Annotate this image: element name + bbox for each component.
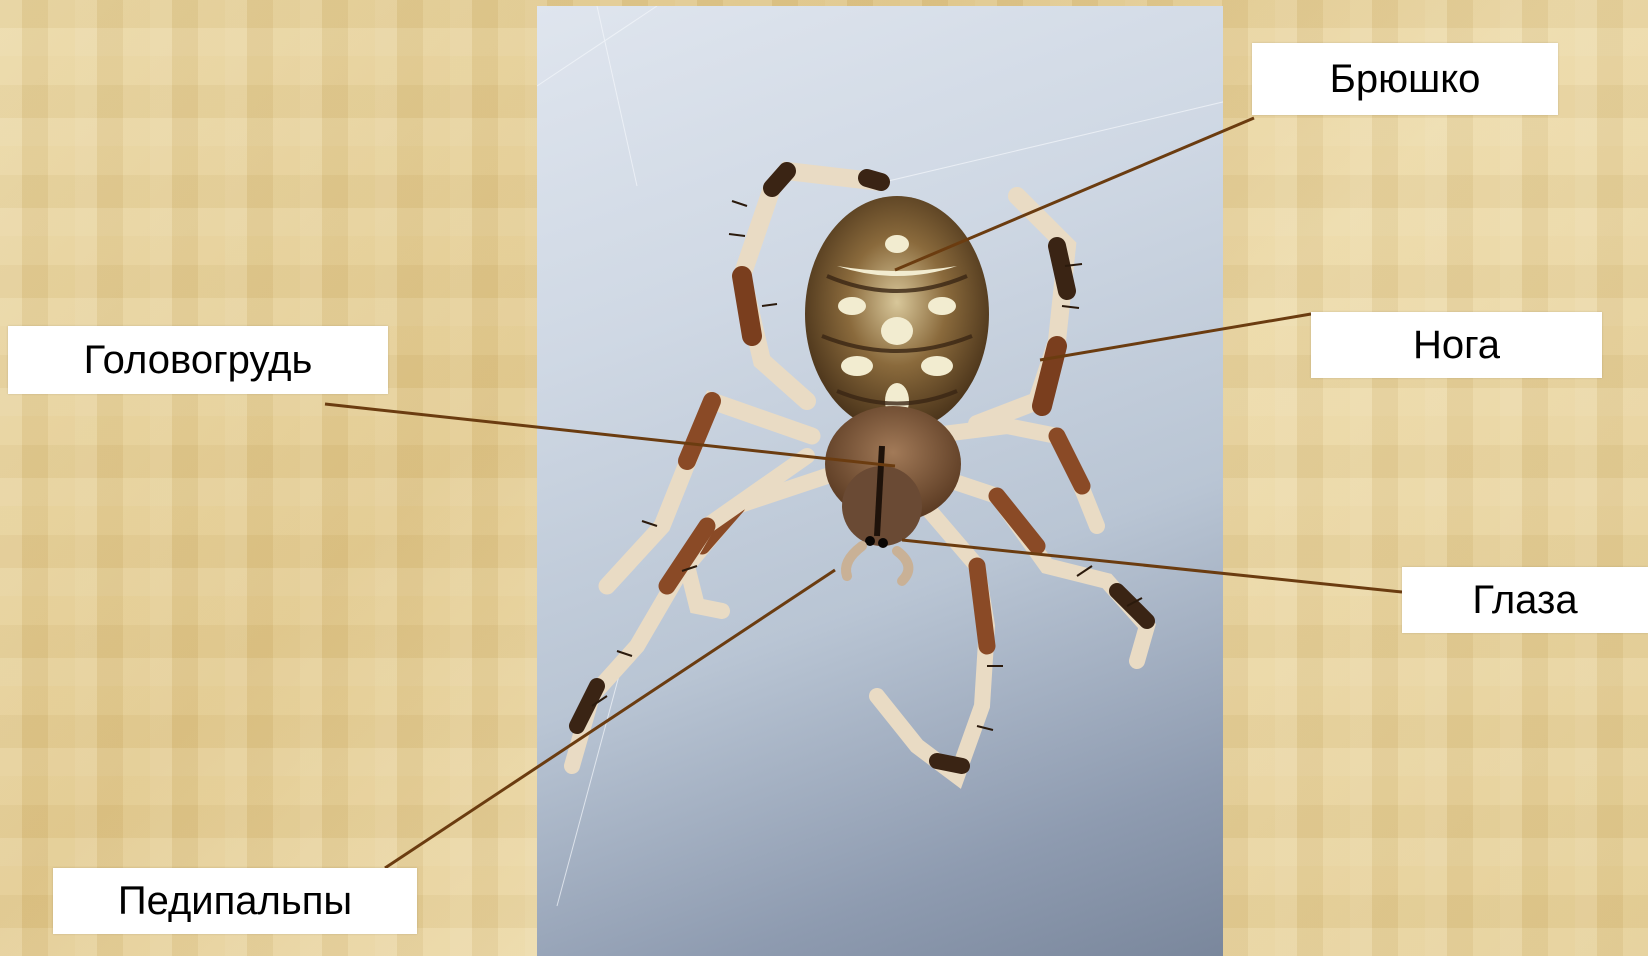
label-abdomen: Брюшко (1252, 43, 1558, 115)
label-pedipalps: Педипальпы (53, 868, 417, 934)
spider-photo (537, 6, 1223, 956)
label-cephalothorax: Головогрудь (8, 326, 388, 394)
label-leg: Нога (1311, 312, 1602, 378)
spider-illustration (537, 6, 1223, 956)
pedipalp-shapes (846, 546, 908, 581)
label-eyes: Глаза (1402, 567, 1648, 633)
